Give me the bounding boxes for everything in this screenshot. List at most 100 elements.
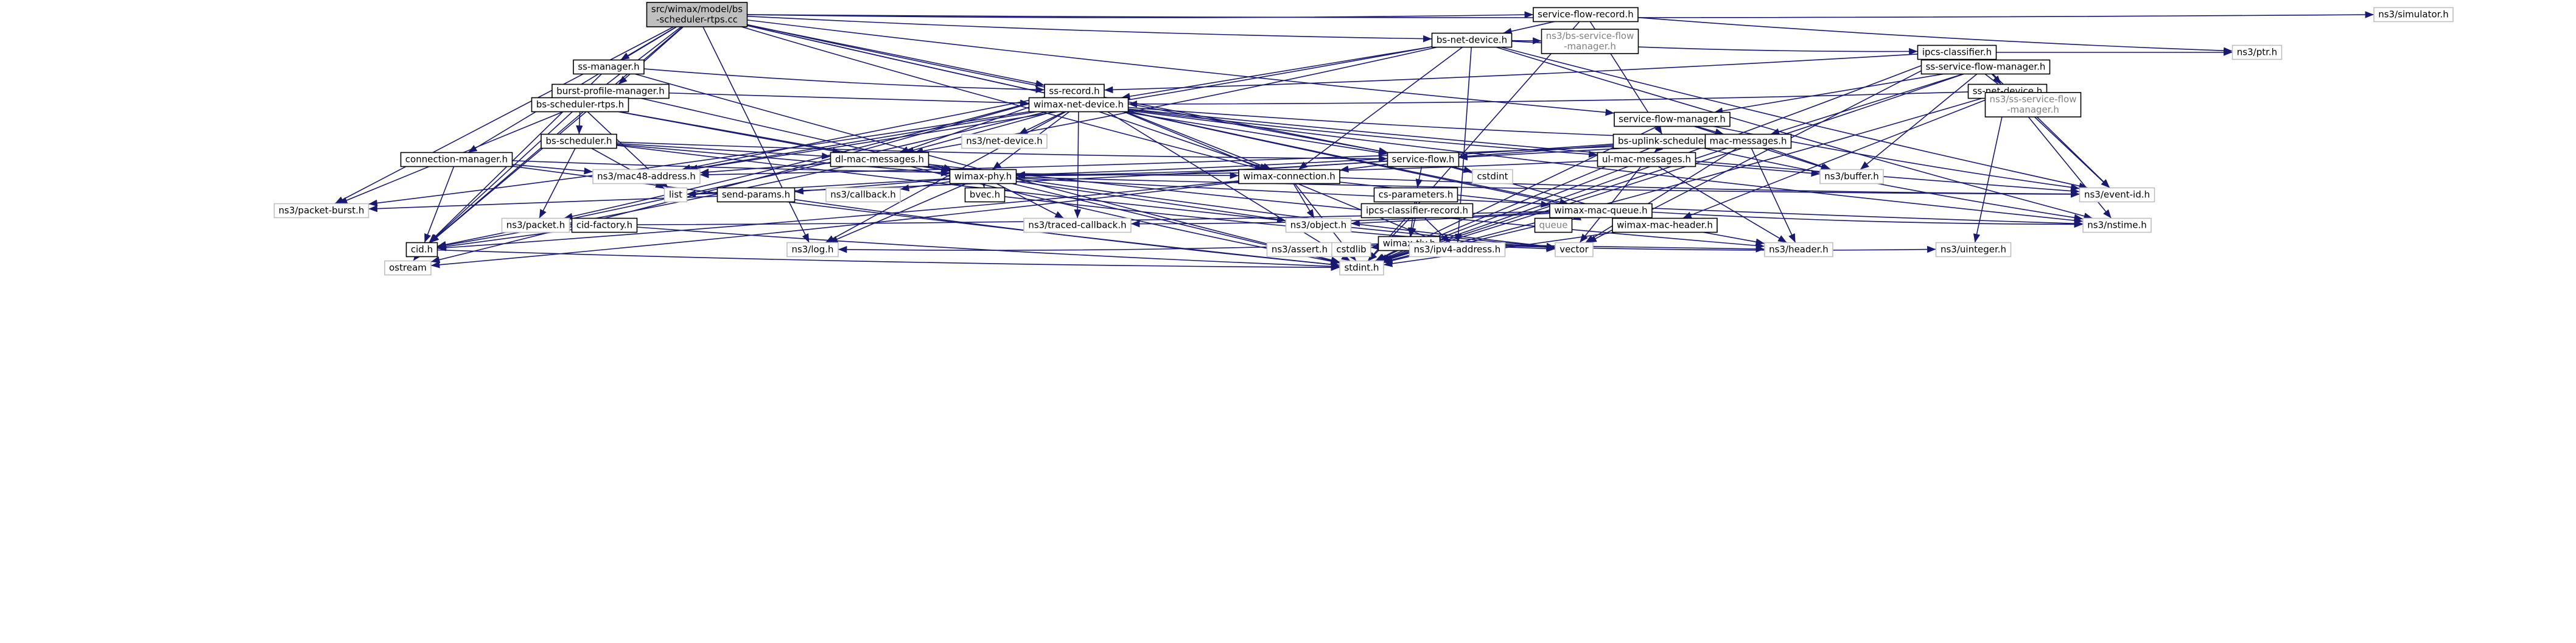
node-label: service-flow.h — [1392, 154, 1455, 165]
node-cid[interactable]: cid.h — [405, 242, 438, 258]
node-bsrtps[interactable]: bs-scheduler-rtps.h — [531, 97, 629, 113]
edge-bsnd-to-wconn — [1298, 46, 1463, 170]
edge-bsus-to-ulmac — [1654, 144, 1664, 153]
node-header: ns3/header.h — [1764, 242, 1833, 258]
edge-bss-to-sflow — [616, 141, 1388, 163]
node-sfr[interactable]: service-flow-record.h — [1533, 7, 1639, 23]
edge-wnd-to-mac48 — [688, 111, 1037, 172]
node-bss[interactable]: bs-scheduler.h — [541, 133, 617, 149]
node-label: -scheduler-rtps.cc — [656, 14, 738, 25]
node-bvec[interactable]: bvec.h — [964, 187, 1006, 203]
edge-sfm-to-macm — [1696, 125, 1724, 136]
node-label: cid-factory.h — [576, 220, 632, 231]
node-mac48: ns3/mac48-address.h — [592, 169, 701, 184]
node-sflow[interactable]: service-flow.h — [1387, 152, 1460, 167]
node-bsus[interactable]: bs-uplink-scheduler.h — [1612, 133, 1721, 149]
node-ssrec[interactable]: ss-record.h — [1044, 83, 1105, 99]
edge-cidf-to-stdint — [637, 227, 1340, 270]
node-label: send-params.h — [722, 189, 790, 200]
edge-wnd-to-dlmac — [905, 111, 1054, 154]
edge-macm-to-vector — [1585, 147, 1737, 244]
edge-wconn-to-cid — [437, 180, 1239, 251]
edge-root-to-pktburst — [334, 26, 674, 205]
node-macm[interactable]: mac-messages.h — [1704, 133, 1792, 149]
node-traced: ns3/traced-callback.h — [1023, 217, 1132, 233]
node-callback: ns3/callback.h — [825, 187, 901, 203]
node-bpm[interactable]: burst-profile-manager.h — [551, 83, 670, 99]
node-label: ns3/uinteger.h — [1941, 244, 2006, 255]
node-wconn[interactable]: wimax-connection.h — [1238, 169, 1340, 184]
node-sendp[interactable]: send-params.h — [716, 187, 796, 203]
node-connmgr[interactable]: connection-manager.h — [400, 152, 513, 167]
node-ipcsrec[interactable]: ipcs-classifier-record.h — [1360, 203, 1474, 219]
node-label: ns3/bs-service-flow — [1546, 30, 1634, 41]
edge-wphy-to-eventid — [1016, 177, 2080, 198]
edge-sendp-to-stdint — [794, 199, 1340, 268]
edge-ssfm-to-stdint — [1383, 73, 1964, 262]
node-csparam[interactable]: cs-parameters.h — [1373, 187, 1458, 203]
node-bssfm: ns3/bs-service-flow-manager.h — [1541, 29, 1639, 54]
edge-wnd-to-wconn — [1099, 111, 1269, 170]
node-wnd[interactable]: wimax-net-device.h — [1028, 97, 1129, 113]
edge-wmh-to-header — [1703, 231, 1765, 245]
edge-bss-to-packet — [539, 148, 576, 219]
node-vector: vector — [1555, 242, 1594, 258]
edge-wphy-to-sendp — [794, 178, 950, 195]
edge-bpm-to-wnd — [668, 92, 1029, 107]
node-label: cstdint — [1477, 171, 1508, 182]
edge-bss-to-wphy — [616, 144, 950, 177]
node-dlmac[interactable]: dl-mac-messages.h — [830, 152, 929, 167]
node-ptr: ns3/ptr.h — [2231, 44, 2283, 60]
node-log: ns3/log.h — [786, 242, 839, 258]
node-label: -manager.h — [2007, 104, 2059, 115]
edge-dlmac-to-vector — [928, 165, 1556, 250]
edge-root-to-wconn — [741, 26, 1264, 171]
node-buffer: ns3/buffer.h — [1819, 169, 1884, 184]
node-wmq[interactable]: wimax-mac-queue.h — [1549, 203, 1653, 219]
node-assert: ns3/assert.h — [1266, 242, 1333, 258]
node-label: ss-manager.h — [578, 61, 639, 72]
node-sfm[interactable]: service-flow-manager.h — [1614, 111, 1731, 127]
edge-wmq-to-object — [1351, 213, 1550, 227]
node-label: ss-record.h — [1049, 86, 1099, 97]
node-label: vector — [1559, 244, 1589, 255]
edge-sfr-to-stdint — [1367, 21, 1580, 262]
node-label: cs-parameters.h — [1379, 189, 1454, 200]
node-ssmgr[interactable]: ss-manager.h — [573, 59, 645, 75]
edge-macm-to-mac48 — [699, 142, 1706, 178]
node-ssfm[interactable]: ss-service-flow-manager.h — [1920, 59, 2051, 75]
node-wmh[interactable]: wimax-mac-header.h — [1612, 217, 1718, 233]
node-label: ns3/object.h — [1290, 220, 1346, 231]
node-root[interactable]: src/wimax/model/bs-scheduler-rtps.cc — [646, 2, 748, 27]
edge-ssnd-to-wnd — [1128, 91, 1969, 108]
node-label: stdint.h — [1344, 262, 1379, 273]
node-label: ns3/simulator.h — [2378, 9, 2449, 20]
node-wphy[interactable]: wimax-phy.h — [949, 169, 1017, 184]
node-bsnd[interactable]: bs-net-device.h — [1431, 32, 1513, 48]
node-packet: ns3/packet.h — [501, 217, 570, 233]
edge-root-to-wmh — [747, 25, 1633, 220]
node-ipv4: ns3/ipv4-address.h — [1409, 242, 1506, 258]
node-label: ipcs-classifier-record.h — [1366, 205, 1468, 216]
node-list: list — [663, 187, 688, 203]
edge-ulmac-to-header — [1658, 166, 1787, 244]
node-cidf[interactable]: cid-factory.h — [571, 217, 638, 233]
node-ipcs[interactable]: ipcs-classifier.h — [1917, 44, 1997, 60]
edge-ipcs-to-ssrec — [1104, 54, 1918, 94]
node-stdint: stdint.h — [1339, 260, 1384, 276]
edge-bsnd-to-wnd — [1121, 46, 1432, 100]
node-label: ns3/assert.h — [1272, 244, 1328, 255]
edge-ssfm-to-macm — [1770, 73, 1964, 135]
edge-wnd-to-nstime — [1128, 110, 2084, 224]
edge-root-to-bsnd — [747, 15, 1432, 43]
edge-bsus-to-sflow — [1458, 144, 1614, 160]
node-label: bs-uplink-scheduler.h — [1618, 136, 1715, 147]
node-label: wimax-net-device.h — [1034, 99, 1124, 110]
node-object: ns3/object.h — [1285, 217, 1352, 233]
node-ulmac[interactable]: ul-mac-messages.h — [1597, 152, 1696, 167]
edge-ssnd-to-wmh — [1682, 97, 1990, 219]
node-label: ns3/buffer.h — [1824, 171, 1879, 182]
edge-bss-to-list — [591, 147, 665, 189]
edge-ipcsrec-to-wtlv — [1409, 217, 1416, 237]
